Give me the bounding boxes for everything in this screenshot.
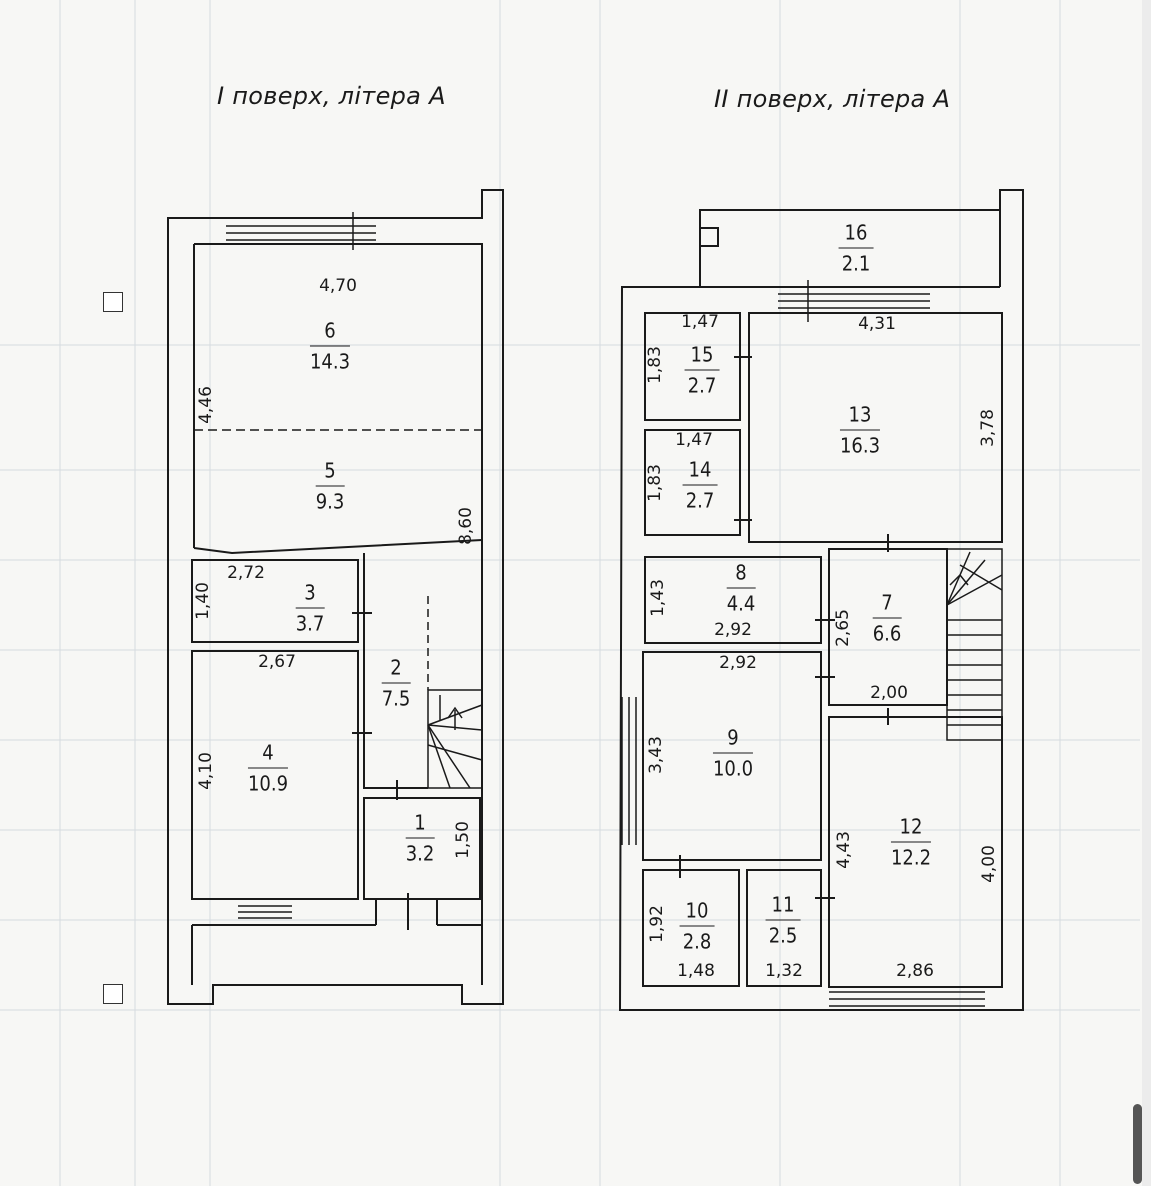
dimension-label: 2,65 <box>833 609 853 647</box>
page-edge <box>1142 0 1151 1186</box>
floor1-stair <box>427 689 483 789</box>
dimension-label: 2,72 <box>227 563 265 583</box>
floor1-window-top <box>226 212 376 250</box>
dimension-label: 2,86 <box>896 961 934 981</box>
dimension-label: 4,70 <box>319 276 357 296</box>
floor2-room14-wall <box>644 429 741 536</box>
floor2-stair <box>946 548 1003 741</box>
floor2-room10-wall <box>642 869 740 987</box>
dimension-label: 1,40 <box>193 582 213 620</box>
dimension-label: 4,31 <box>858 314 896 334</box>
floor2-room13-wall <box>748 312 1003 543</box>
dimension-label: 4,10 <box>196 752 216 790</box>
floor2-chimney <box>699 227 719 247</box>
floor2-outer-wall <box>618 189 1024 1011</box>
checkbox-bottom[interactable] <box>103 984 123 1004</box>
scrollbar-thumb[interactable] <box>1133 1104 1142 1184</box>
checkbox-top[interactable] <box>103 292 123 312</box>
floor2-plan <box>618 189 1024 1011</box>
floor1-plan <box>167 189 504 1005</box>
dimension-label: 3,78 <box>978 409 998 447</box>
floor2-room12-wall <box>828 716 1003 988</box>
floor2-room15-wall <box>644 312 741 421</box>
dimension-label: 4,43 <box>834 831 854 869</box>
dimension-label: 8,60 <box>456 507 476 545</box>
dimension-label: 3,43 <box>646 736 666 774</box>
dimension-label: 2,92 <box>714 620 752 640</box>
floor1-title: I поверх, літера А <box>217 82 446 110</box>
dimension-label: 1,83 <box>645 346 665 384</box>
dimension-label: 1,47 <box>675 430 713 450</box>
floor2-room11-wall <box>746 869 822 987</box>
dimension-label: 4,46 <box>196 386 216 424</box>
dimension-label: 2,00 <box>870 683 908 703</box>
dimension-label: 1,83 <box>645 464 665 502</box>
dimension-label: 1,32 <box>765 961 803 981</box>
floor2-room8-wall <box>644 556 822 644</box>
dimension-label: 1,48 <box>677 961 715 981</box>
dimension-label: 2,67 <box>258 652 296 672</box>
floor2-room9-wall <box>642 651 822 861</box>
floor1-room1-wall <box>363 797 481 900</box>
floor1-outer-wall <box>167 189 504 1005</box>
dimension-label: 1,92 <box>647 905 667 943</box>
dimension-label: 1,50 <box>453 821 473 859</box>
dimension-label: 2,92 <box>719 653 757 673</box>
floor1-room3-wall <box>191 559 359 643</box>
dimension-label: 4,00 <box>979 845 999 883</box>
dimension-label: 1,47 <box>681 312 719 332</box>
floor2-title: II поверх, літера А <box>714 85 951 113</box>
dimension-label: 1,43 <box>648 579 668 617</box>
floor1-room4-wall <box>191 650 359 900</box>
